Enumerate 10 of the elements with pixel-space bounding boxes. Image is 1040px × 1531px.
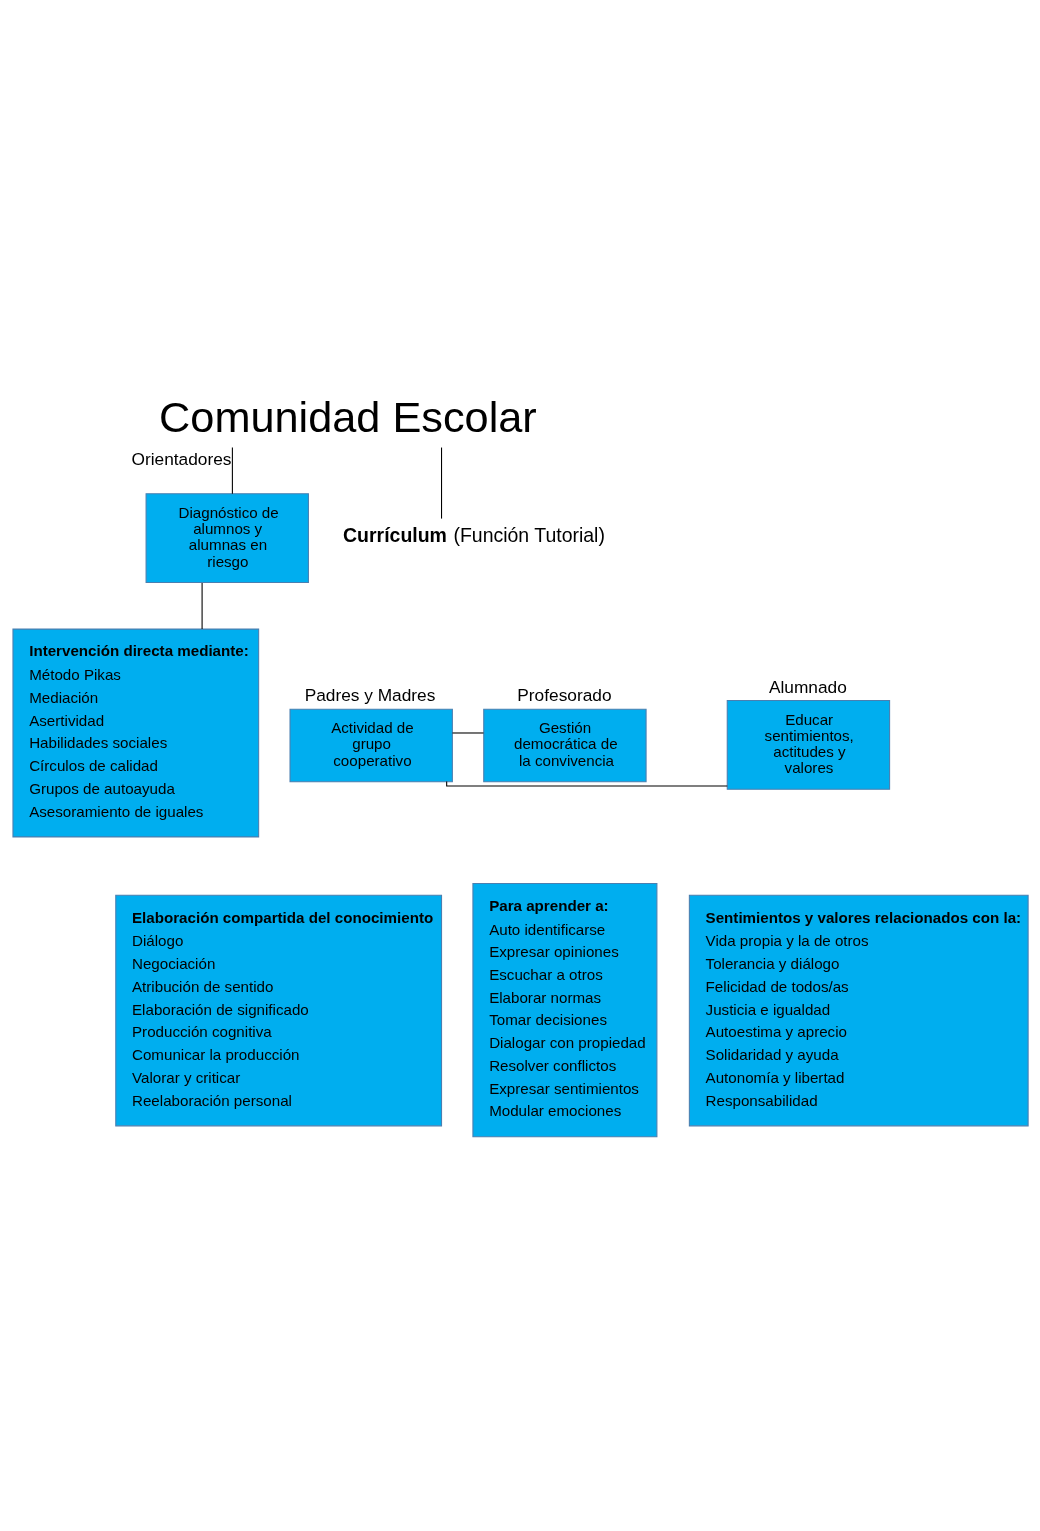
connector bbox=[201, 581, 203, 630]
connector bbox=[441, 446, 443, 519]
edge-label: Orientadores bbox=[131, 448, 232, 469]
node-text: Currículum (Función Tutorial) bbox=[343, 523, 605, 546]
node-label: Profesorado bbox=[517, 684, 612, 705]
node-label: Padres y Madres bbox=[304, 684, 436, 705]
node-text: Comunidad Escolar bbox=[159, 392, 537, 441]
connector bbox=[446, 780, 728, 787]
connector bbox=[231, 446, 233, 494]
node-label: Alumnado bbox=[768, 676, 847, 697]
